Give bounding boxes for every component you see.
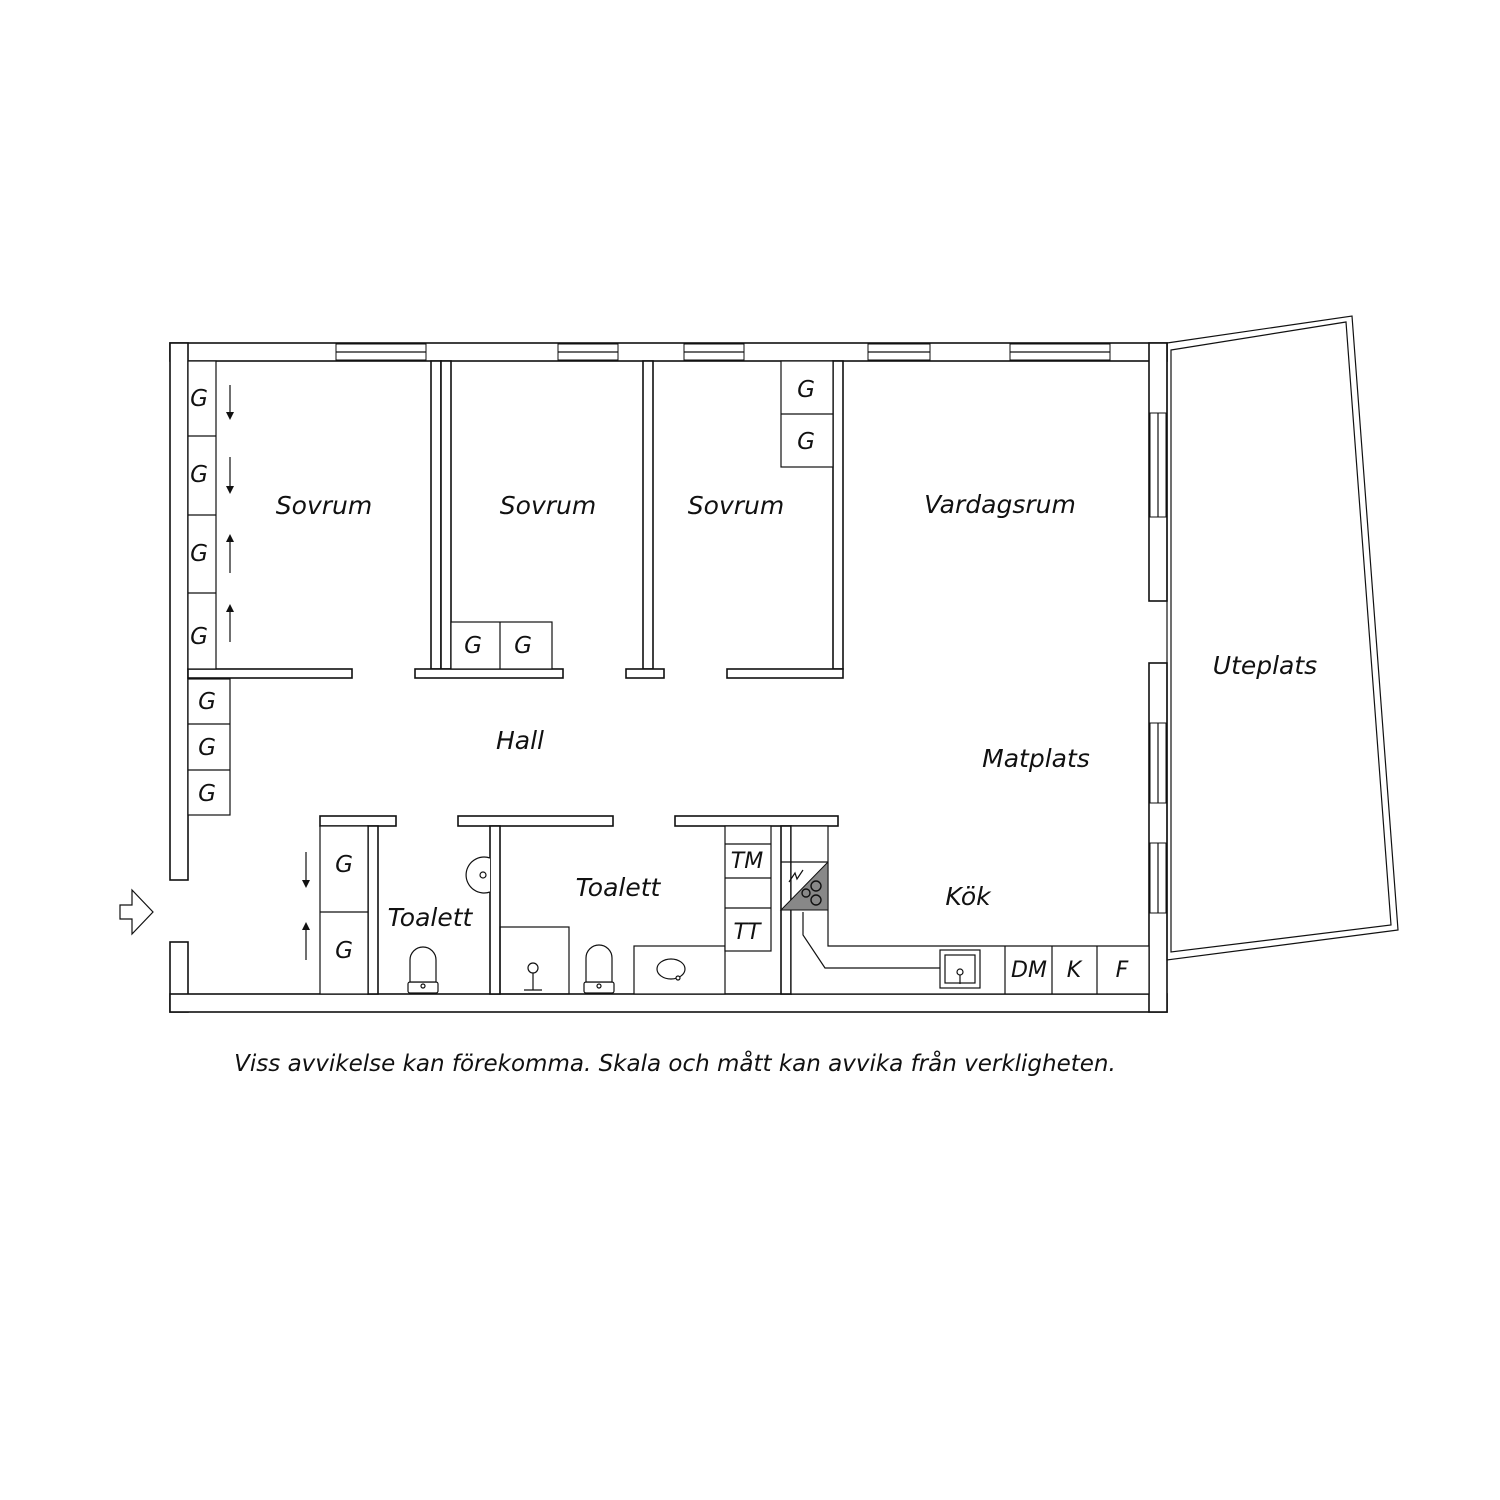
wardrobe-label: G	[797, 429, 815, 455]
fridge-label: K	[1067, 958, 1083, 983]
terrace-outline	[1166, 315, 1399, 961]
wardrobe-arrow-icons	[226, 385, 310, 960]
room-label-kok: Kök	[945, 882, 992, 911]
room-label-matplats: Matplats	[982, 744, 1090, 773]
entrance-arrow-icon	[119, 888, 154, 936]
wardrobe-label: G	[198, 735, 216, 761]
disclaimer-note: Viss avvikelse kan förekomma. Skala och …	[234, 1049, 1116, 1077]
stove-icon	[779, 860, 829, 911]
wardrobe-label: G	[190, 462, 208, 488]
room-label-hall: Hall	[496, 726, 544, 755]
wardrobe-label: G	[797, 377, 815, 403]
room-label-sovrum-2: Sovrum	[500, 491, 596, 520]
interior-walls	[187, 360, 844, 995]
wardrobe-label: G	[190, 386, 208, 412]
freezer-label: F	[1116, 958, 1129, 983]
wardrobes	[187, 360, 834, 995]
room-label-sovrum-3: Sovrum	[688, 491, 784, 520]
wardrobe-label: G	[198, 689, 216, 715]
dryer-label: TT	[734, 920, 762, 945]
wardrobe-label: G	[335, 852, 353, 878]
washing-machine-label: TM	[731, 849, 763, 874]
wardrobe-label: G	[190, 541, 208, 567]
room-label-toalett-large: Toalett	[576, 873, 662, 902]
wardrobe-label: G	[335, 938, 353, 964]
laundry-column	[724, 825, 772, 952]
dishwasher-label: DM	[1011, 958, 1047, 983]
wardrobe-label: G	[464, 633, 482, 659]
small-toilet-fixtures	[407, 856, 491, 994]
room-label-toalett-small: Toalett	[388, 903, 474, 932]
room-label-uteplats: Uteplats	[1213, 651, 1317, 680]
windows	[335, 343, 1167, 914]
large-toilet-fixtures	[499, 926, 726, 995]
sink-icon	[939, 949, 981, 989]
wardrobe-label: G	[190, 624, 208, 650]
wardrobe-label: G	[514, 633, 532, 659]
room-label-sovrum-1: Sovrum	[276, 491, 372, 520]
room-label-vardagsrum: Vardagsrum	[924, 490, 1076, 519]
wardrobe-label: G	[198, 781, 216, 807]
